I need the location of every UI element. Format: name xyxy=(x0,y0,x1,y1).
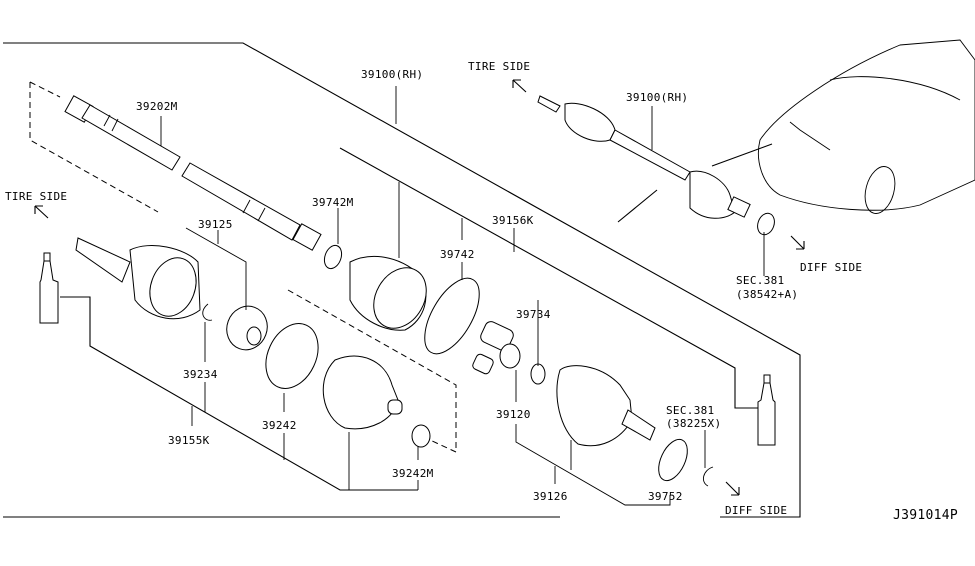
label-39120: 39120 xyxy=(496,408,531,421)
label-39126: 39126 xyxy=(533,490,568,503)
overview-assembly xyxy=(537,95,775,276)
housing-part xyxy=(556,365,656,447)
arrow-tire-side-top-icon xyxy=(512,79,527,93)
leader-39120-down xyxy=(515,424,671,506)
label-tire-side-top: TIRE SIDE xyxy=(468,60,530,73)
leader-39125 xyxy=(185,227,247,310)
label-diff-side-top: DIFF SIDE xyxy=(800,261,862,274)
boot-band-39742m xyxy=(323,244,343,270)
boot-band-39242 xyxy=(265,323,319,389)
shaft-part xyxy=(64,95,322,251)
spider-part xyxy=(472,321,521,375)
frame-outline xyxy=(3,42,801,518)
label-39100-rh-overview: 39100(RH) xyxy=(626,91,688,104)
overview-arrow-down xyxy=(617,189,658,223)
label-39752: 39752 xyxy=(648,490,683,503)
inner-race-part xyxy=(226,305,268,351)
arrow-diff-side-top-icon xyxy=(790,235,805,250)
diagram-id: J391014P xyxy=(893,508,958,523)
overview-arrow-to-car xyxy=(711,143,773,167)
snap-ring-39234 xyxy=(202,303,213,321)
dashed-enclosure-boot xyxy=(287,289,457,453)
boot-outer-part xyxy=(349,255,427,331)
label-39234: 39234 xyxy=(183,368,218,381)
boot-inner-part xyxy=(322,355,403,430)
label-39742: 39742 xyxy=(440,248,475,261)
label-39734: 39734 xyxy=(516,308,551,321)
boot-band-39242m xyxy=(411,424,431,448)
label-39125: 39125 xyxy=(198,218,233,231)
label-sec381-a-line1: SEC.381 xyxy=(736,274,784,287)
label-39242: 39242 xyxy=(262,419,297,432)
car-illustration xyxy=(757,39,975,214)
arrow-tire-side-left-icon xyxy=(34,205,49,219)
label-sec381-b-line2: (38225X) xyxy=(666,417,721,430)
dashed-enclosure-shaft xyxy=(29,81,159,213)
dust-shield-39752 xyxy=(658,438,688,482)
grease-tube-right xyxy=(757,374,776,446)
bracket-39156k xyxy=(339,147,765,409)
boot-band-39742 xyxy=(424,277,480,355)
label-39156k: 39156K xyxy=(492,214,534,227)
label-39742m: 39742M xyxy=(312,196,354,209)
label-sec381-b-line1: SEC.381 xyxy=(666,404,714,417)
outer-joint-part xyxy=(75,237,201,320)
label-tire-side-left: TIRE SIDE xyxy=(5,190,67,203)
ring-38225x xyxy=(702,466,714,487)
label-39242m: 39242M xyxy=(392,467,434,480)
label-39100-rh: 39100(RH) xyxy=(361,68,423,81)
bracket-39155k xyxy=(60,296,418,491)
grease-tube-left xyxy=(39,252,59,324)
label-sec381-a-line2: (38542+A) xyxy=(736,288,798,301)
label-39155k: 39155K xyxy=(168,434,210,447)
label-diff-side-bottom: DIFF SIDE xyxy=(725,504,787,517)
label-39202m: 39202M xyxy=(136,100,178,113)
arrow-diff-side-bottom-icon xyxy=(725,481,740,496)
snap-ring-39734 xyxy=(530,363,546,385)
